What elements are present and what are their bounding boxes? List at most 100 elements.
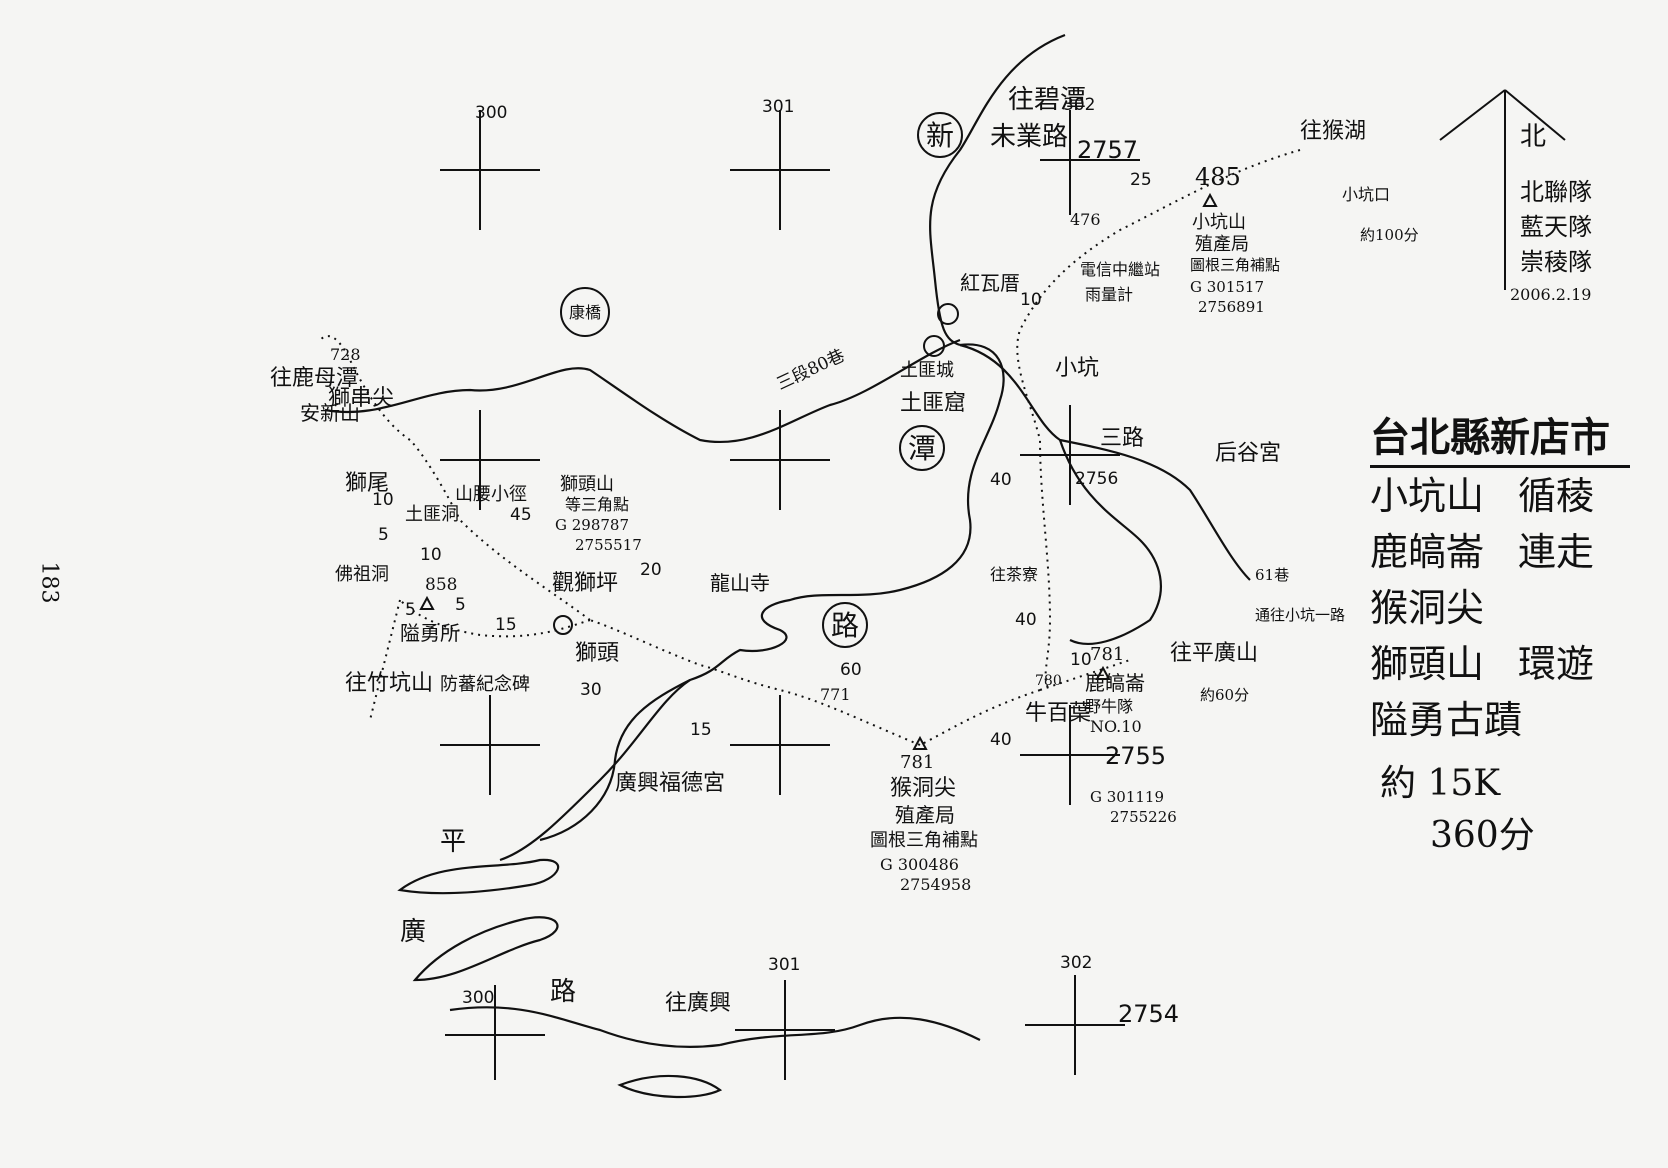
north-arrow-icon [1439,89,1566,290]
time-60: 60 [840,660,862,680]
label-sanduan-lane: 三段80巷 [774,346,848,395]
trails [319,149,1301,746]
label-lugaolun-team: 野牛隊 [1085,697,1133,716]
label-houdong-elev: 781 [900,752,934,773]
time-15: 15 [690,720,712,740]
time-5a: 5 [378,525,389,545]
label-tufeidong: 土匪洞 [405,504,459,525]
time-10b: 10 [1070,650,1092,670]
label-niubaiye: 牛百葉 [1025,701,1091,726]
label-guangfu-temple: 廣興福德宮 [615,771,725,796]
route-line-1-b: 循稜 [1518,474,1595,518]
label-telecom: 電信中繼站 [1080,260,1160,279]
label-shitou-g1: G 298787 [555,516,629,534]
grid-x-302-bottom: 302 [1060,953,1092,973]
label-to-zhukeng: 往竹坑山 [345,671,433,696]
grid-x-302-top: 302 [1063,95,1095,115]
route-line-2: 鹿皜崙連走 [1370,524,1630,580]
label-guang: 廣 [400,917,426,947]
route-line-2-a: 鹿皜崙 [1370,530,1485,574]
circled-lu: 路 [831,609,859,642]
markers [553,112,963,648]
label-elev-728: 728 [330,345,361,364]
label-to-chaliao: 往茶寮 [990,565,1038,584]
label-to-bitan: 往碧潭 [1008,85,1086,115]
route-line-1: 小坑山循稜 [1370,468,1630,524]
north-label: 北 [1520,122,1546,152]
team-col2: 藍天隊 [1520,213,1592,241]
label-xiaokeng-note2: 圖根三角補點 [1190,256,1280,274]
label-about-60: 約60分 [1200,686,1249,704]
route-line-5-a: 隘勇古蹟 [1370,698,1523,742]
label-xiaokeng-g2: 2756891 [1198,298,1265,316]
circled-tan: 潭 [908,432,936,465]
route-distance: 約 15K [1380,763,1501,804]
label-to-xiaokeng1: 通往小坑一路 [1255,606,1345,624]
label-shitou-note2: 等三角點 [565,495,629,514]
label-sanlu: 三路 [1100,426,1144,451]
time-10c: 10 [372,490,394,510]
time-5c: 5 [405,600,416,620]
label-shitou-g2: 2755517 [575,536,642,554]
label-lugaolun-no: NO.10 [1090,717,1142,736]
label-weiye-road: 未業路 [990,122,1068,152]
route-line-1-a: 小坑山 [1370,474,1485,518]
label-lugaolun-g2: 2755226 [1110,808,1177,826]
route-line-4-a: 獅頭山 [1370,642,1485,686]
time-20: 20 [640,560,662,580]
team-col1: 北聯隊 [1520,178,1592,206]
label-xiaokeng-road: 小坑 [1055,356,1099,381]
label-shicuanjian: 獅串尖 [328,386,394,411]
label-hougu-temple: 后谷宮 [1215,441,1281,466]
label-about-100: 約100分 [1360,226,1419,244]
label-to-pingguang: 往平廣山 [1170,641,1258,666]
grid-y-2756: 2756 [1075,469,1118,489]
map-title: 台北縣新店市 [1370,405,1630,468]
circled-xin: 新 [926,119,954,152]
time-15b: 15 [495,615,517,635]
label-longshansi: 龍山寺 [710,571,770,595]
label-houdong-note2: 圖根三角補點 [870,830,978,851]
time-40c: 40 [990,730,1012,750]
grid-y-2757: 2757 [1077,136,1138,164]
label-elev-771: 771 [820,685,851,704]
time-25: 25 [1130,170,1152,190]
route-line-4: 獅頭山環遊 [1370,636,1630,692]
grid-x-301-top: 301 [762,97,794,117]
label-anxinshan: 安新山 [300,401,360,425]
label-ping: 平 [440,827,466,857]
label-lu: 路 [550,977,576,1007]
label-houdong-note1: 殖產局 [895,803,955,827]
label-shitou: 獅頭 [575,641,619,666]
label-to-houhu: 往猴湖 [1300,119,1366,144]
label-to-guangxing: 往廣興 [665,991,731,1016]
label-aiyongsuo: 隘勇所 [400,621,460,645]
time-10: 10 [1020,290,1042,310]
route-legend: 台北縣新店市 小坑山循稜 鹿皜崙連走 猴洞尖 獅頭山環遊 隘勇古蹟 約 15K … [1370,405,1630,858]
label-shiwei: 獅尾 [345,471,389,496]
roads [324,33,1251,1099]
label-houdong-name: 猴洞尖 [890,776,956,801]
label-lugaolun-g1: G 301119 [1090,788,1164,806]
route-line-3-a: 猴洞尖 [1370,586,1485,630]
circled-kangqiao: 康橋 [569,303,601,322]
team-date: 2006.2.19 [1510,285,1591,304]
grid-x-300-top: 300 [475,103,507,123]
label-elev-858: 858 [425,575,457,595]
label-rain-gauge: 雨量計 [1085,285,1133,304]
label-houdong-g2: 2754958 [900,875,971,894]
label-xiaokeng-name: 小坑山 [1192,212,1246,233]
route-line-5: 隘勇古蹟 [1370,692,1630,748]
label-to-lumu: 往鹿母潭 [270,366,358,391]
label-elev-476: 476 [1070,210,1101,229]
time-5b: 5 [455,595,466,615]
grid-x-300-bottom: 300 [462,988,494,1008]
time-30: 30 [580,680,602,700]
label-elev-780: 780 [1035,673,1062,689]
grid-y-2754: 2754 [1118,1000,1179,1028]
label-shitou-note1: 獅頭山 [560,474,614,495]
label-xiaokeng-g1: G 301517 [1190,278,1264,296]
grid-x-301-bottom: 301 [768,955,800,975]
label-lugaolun-name: 鹿皜崙 [1085,671,1145,695]
